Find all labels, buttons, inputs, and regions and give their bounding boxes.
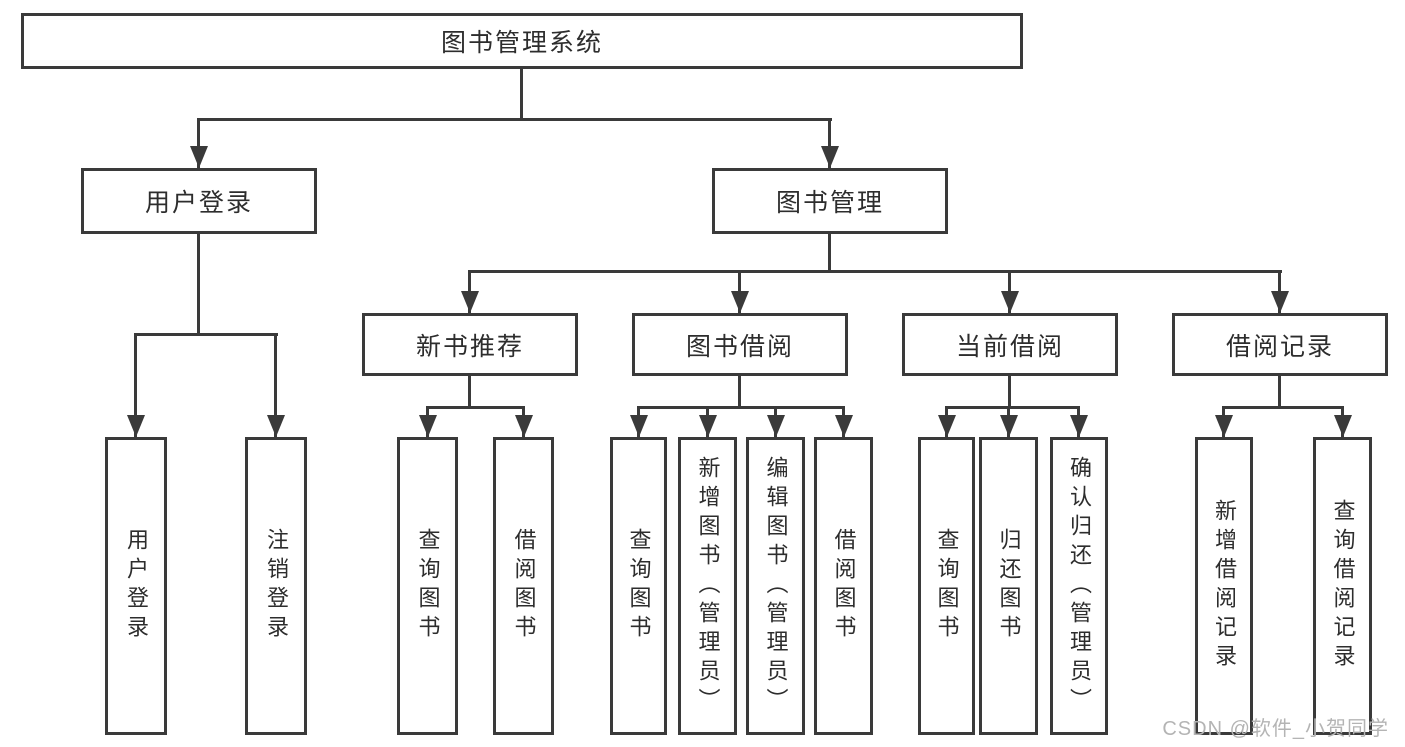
node-user-login: 用户登录 — [81, 168, 317, 234]
leaf-borrow-books-new-label: 借阅图书 — [511, 528, 537, 644]
leaf-add-book-admin-label: 新增图书（管理员） — [695, 455, 721, 717]
leaf-add-borrow-record-label: 新增借阅记录 — [1212, 499, 1237, 673]
leaf-edit-book-admin: 编辑图书（管理员） — [746, 437, 805, 735]
leaf-query-borrow-record-label: 查询借阅记录 — [1330, 499, 1356, 673]
arrow-to-query-books-borrow — [629, 406, 648, 437]
connector-borrow-records-hline — [1222, 406, 1343, 409]
leaf-confirm-return-admin-label: 确认归还（管理员） — [1067, 455, 1092, 717]
leaf-user-login: 用户登录 — [105, 437, 167, 735]
arrow-to-edit-book-admin — [766, 406, 785, 437]
connector-book-management-stem — [828, 234, 831, 273]
connector-book-borrow-hline — [637, 406, 845, 409]
connector-current-borrow-stem — [1008, 376, 1011, 409]
node-current-borrow: 当前借阅 — [902, 313, 1118, 376]
arrow-to-return-book — [999, 406, 1018, 437]
arrow-to-query-books-current — [937, 406, 956, 437]
arrow-to-borrow-books-new — [514, 406, 533, 437]
node-new-book-recommend: 新书推荐 — [362, 313, 578, 376]
arrow-to-book-management — [820, 118, 839, 168]
node-library-management-system: 图书管理系统 — [21, 13, 1023, 69]
connector-root-hline — [197, 118, 832, 121]
leaf-return-book: 归还图书 — [979, 437, 1038, 735]
node-borrow-records: 借阅记录 — [1172, 313, 1388, 376]
leaf-add-borrow-record: 新增借阅记录 — [1195, 437, 1253, 735]
connector-user-login-hline — [134, 333, 278, 336]
leaf-user-login-label: 用户登录 — [124, 528, 149, 644]
arrow-to-leaf-user-login — [126, 333, 145, 437]
leaf-add-book-admin: 新增图书（管理员） — [678, 437, 737, 735]
arrow-to-current-borrow — [1000, 270, 1019, 313]
leaf-borrow-books-borrow-label: 借阅图书 — [831, 528, 857, 644]
leaf-borrow-books-borrow: 借阅图书 — [814, 437, 873, 735]
connector-new-book-hline — [426, 406, 525, 409]
arrow-to-add-book-admin — [698, 406, 717, 437]
leaf-query-books-borrow: 查询图书 — [610, 437, 667, 735]
leaf-confirm-return-admin: 确认归还（管理员） — [1050, 437, 1108, 735]
leaf-query-borrow-record: 查询借阅记录 — [1313, 437, 1372, 735]
leaf-return-book-label: 归还图书 — [996, 528, 1022, 644]
leaf-logout-login-label: 注销登录 — [264, 528, 289, 644]
leaf-query-books-new-label: 查询图书 — [415, 528, 441, 644]
leaf-borrow-books-new: 借阅图书 — [493, 437, 554, 735]
arrow-to-query-borrow-record — [1333, 406, 1352, 437]
node-book-borrow: 图书借阅 — [632, 313, 848, 376]
arrow-to-user-login — [189, 118, 208, 168]
csdn-watermark: CSDN @软件_小贺同学 — [1162, 718, 1389, 740]
connector-root-stem — [520, 69, 523, 120]
arrow-to-borrow-records — [1270, 270, 1289, 313]
arrow-to-query-books-new — [418, 406, 437, 437]
connector-new-book-stem — [468, 376, 471, 409]
leaf-query-books-borrow-label: 查询图书 — [626, 528, 652, 644]
leaf-edit-book-admin-label: 编辑图书（管理员） — [763, 455, 789, 717]
leaf-query-books-new: 查询图书 — [397, 437, 458, 735]
leaf-logout-login: 注销登录 — [245, 437, 307, 735]
arrow-to-add-borrow-record — [1214, 406, 1233, 437]
arrow-to-borrow-books-borrow — [834, 406, 853, 437]
arrow-to-new-book-recommend — [460, 270, 479, 313]
leaf-query-books-current-label: 查询图书 — [934, 528, 960, 644]
connector-user-login-stem — [197, 234, 200, 336]
connector-current-borrow-hline — [945, 406, 1080, 409]
leaf-query-books-current: 查询图书 — [918, 437, 975, 735]
arrow-to-confirm-return-admin — [1069, 406, 1088, 437]
connector-book-borrow-stem — [738, 376, 741, 409]
connector-borrow-records-stem — [1278, 376, 1281, 409]
connector-book-management-hline — [468, 270, 1282, 273]
arrow-to-book-borrow — [730, 270, 749, 313]
node-book-management: 图书管理 — [712, 168, 948, 234]
arrow-to-leaf-logout-login — [266, 333, 285, 437]
